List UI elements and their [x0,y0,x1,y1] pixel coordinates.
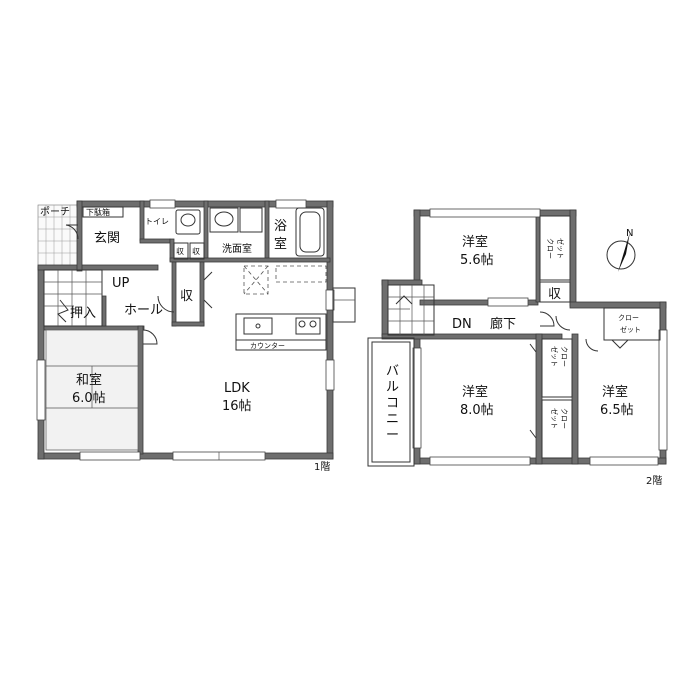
ldk-size: 16帖 [222,399,252,414]
genkan-label: 玄関 [94,231,120,246]
closet-top [539,215,571,281]
closet-right-label-b: ゼット [620,325,641,334]
western-top-size: 5.6帖 [460,253,494,268]
ldk-name: LDK [224,381,250,396]
washitsu-tatami [45,329,139,451]
porch-area [37,204,79,268]
first-floor-label: 1階 [314,461,330,473]
balcony [367,337,415,467]
storage-hall-label: 収 [180,289,193,304]
second-floor-windows [412,208,668,466]
western-mid-name: 洋室 [462,384,488,400]
balcony-char-3: コ [386,396,399,411]
western-top-name: 洋室 [462,234,488,250]
western-right-size: 6.5帖 [600,403,634,418]
toilet-label: トイレ [145,217,169,226]
hall-label: ホール [124,303,163,318]
western-mid-size: 8.0帖 [460,403,494,418]
oshiire-label: 押入 [70,306,96,321]
bathtub [295,207,325,257]
first-floor: ポーチ 下駄箱 玄関 トイレ 浴 室 収 収 洗面室 UP ホール 収 押入 和… [36,199,335,473]
refrigerator-space [243,265,269,295]
balcony-char-1: バ [386,364,399,379]
storage-small-2-label: 収 [192,246,200,256]
compass-north-label: N [626,228,633,239]
entrance-door [65,224,79,240]
porch-label: ポーチ [40,206,70,218]
bath-label-1: 浴 [274,219,287,234]
small-storage-2 [189,242,205,260]
cupboard-space [275,265,327,283]
shoe-box [82,206,124,218]
closet-mid1-label-a: クロー [560,346,568,367]
washitsu-size: 6.0帖 [72,391,106,406]
up-label: UP [112,276,130,291]
small-storage-1 [173,242,189,260]
stairs-first-floor [43,269,103,327]
closet-mid-2 [541,399,573,459]
kitchen-counter [235,313,327,351]
western-right-name: 洋室 [602,384,628,400]
second-floor-walls [381,209,667,465]
closet-right [603,307,661,341]
second-floor: 洋室 5.6帖 クロー ゼット 収 クロー ゼット DN 廊下 バ ル コ ニ … [367,208,668,487]
balcony-char-5: ー [386,428,399,443]
closet-mid2-label-a: クロー [560,408,568,429]
balcony-char-4: ニ [386,412,399,427]
shoe-box-label: 下駄箱 [86,207,110,217]
washitsu-name: 和室 [76,372,102,388]
closet-right-label-a: クロー [618,314,639,322]
closet-mid2-label-b: ゼット [550,408,559,429]
stairs-second-floor [387,284,435,336]
first-floor-windows [36,199,335,461]
storage-small-1-label: 収 [176,246,184,256]
washroom-label: 洗面室 [222,242,252,255]
compass-icon: N [606,228,636,272]
counter-label: カウンター [250,341,285,350]
closet-top-label-a: クロー [546,238,554,259]
toilet-fixture [175,209,201,235]
washbasin [209,207,239,233]
storage-box [539,281,571,303]
bath-label-2: 室 [274,236,287,252]
dn-label: DN [452,317,472,332]
washing-machine-space [239,207,263,233]
corridor-label: 廊下 [490,316,516,332]
balcony-char-2: ル [386,380,399,395]
first-floor-exterior-step [332,287,356,323]
closet-mid-1 [541,338,573,398]
second-floor-label: 2階 [646,475,662,487]
closet-mid1-label-b: ゼット [550,346,559,367]
storage-label: 収 [548,287,561,302]
closet-top-label-b: ゼット [556,238,565,259]
